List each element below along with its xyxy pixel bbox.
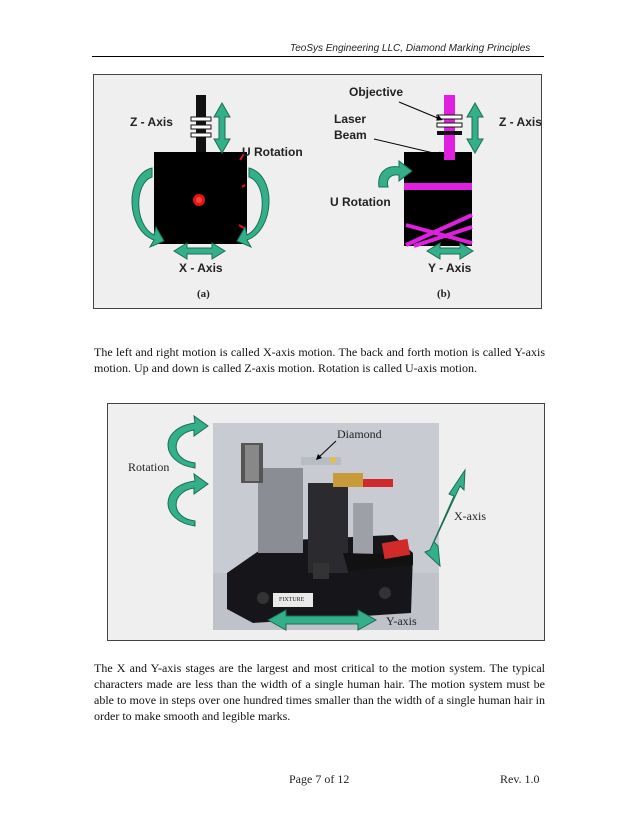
header-rule xyxy=(92,56,544,57)
z-axis-arrow-left xyxy=(213,101,231,155)
caption-a: (a) xyxy=(197,288,210,300)
y-axis-arrow xyxy=(426,242,474,260)
laser-label: Laser xyxy=(334,112,367,126)
revision: Rev. 1.0 xyxy=(500,772,540,786)
caption-b: (b) xyxy=(437,288,451,300)
objective-lens xyxy=(436,114,463,135)
u-rotation-arrow-left-1 xyxy=(131,167,165,249)
fixture-photo: FIXTURE xyxy=(213,423,439,630)
y-axis-label: Y - Axis xyxy=(428,261,472,275)
rotation-arrow-bottom xyxy=(167,472,209,527)
fixture-annotations xyxy=(167,414,466,631)
fixture-tag: FIXTURE xyxy=(279,597,305,603)
axes-diagram-drawing xyxy=(131,95,484,260)
y-axis-arrow-photo xyxy=(266,609,378,631)
diamond-label: Diamond xyxy=(337,427,382,441)
figure-axes-diagram: Z - Axis U Rotation X - Axis Objective L… xyxy=(93,74,542,309)
x-axis-arrow xyxy=(173,242,226,260)
page-number: Page 7 of 12 xyxy=(289,772,350,786)
rotation-label: Rotation xyxy=(128,460,170,474)
x-axis-arrow-photo xyxy=(424,468,466,568)
z-axis-arrow-right xyxy=(466,101,484,155)
page-header: TeoSys Engineering LLC, Diamond Marking … xyxy=(290,43,531,54)
figure-fixture-photo: FIXTURE Rotation Diamond X-axis Y-axis xyxy=(107,403,545,641)
x-axis-label-photo: X-axis xyxy=(454,509,486,523)
beam-label: Beam xyxy=(334,128,367,142)
u-rotation-arrow-left-2 xyxy=(236,167,270,249)
u-rotation-label-right: U Rotation xyxy=(330,195,391,209)
objective-label: Objective xyxy=(349,85,404,99)
rotation-arrow-top xyxy=(167,414,209,469)
z-axis-label-left: Z - Axis xyxy=(130,115,173,129)
tool-holder-left xyxy=(190,95,212,153)
fixture-photo-drawing xyxy=(213,423,439,630)
paragraph-motion-system: The X and Y-axis stages are the largest … xyxy=(94,661,545,723)
x-axis-label: X - Axis xyxy=(179,261,223,275)
u-rotation-arrow-right xyxy=(378,159,413,188)
y-axis-label-photo: Y-axis xyxy=(386,614,417,628)
u-rotation-label-left: U Rotation xyxy=(242,145,303,159)
paragraph-axes-description: The left and right motion is called X-ax… xyxy=(94,345,545,375)
z-axis-label-right: Z - Axis xyxy=(499,115,542,129)
